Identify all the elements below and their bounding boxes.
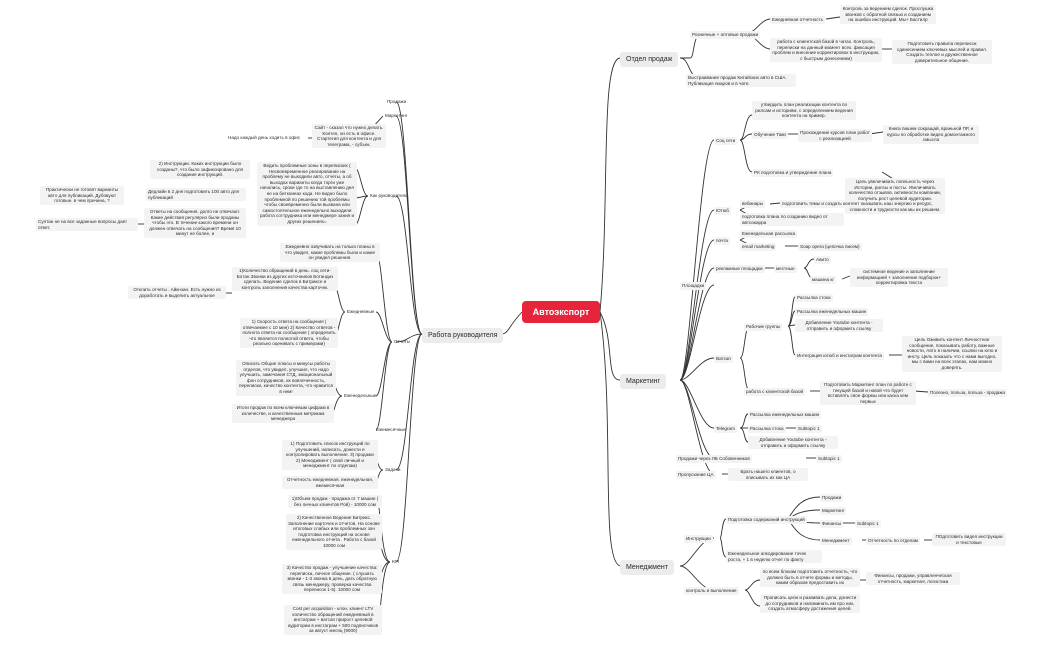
node-avito[interactable]: Авито — [814, 256, 831, 264]
node-instr-prep[interactable]: Подготовка содержаний инструкций — [726, 516, 807, 524]
node-whatsapp[interactable]: Ватсап — [714, 355, 733, 363]
node-ad-platforms[interactable]: рекламные площадки — [714, 265, 765, 273]
node-instr-management[interactable]: Менеджмент — [820, 537, 852, 545]
node-tasks-note2[interactable]: Отчетность ежедневная, еженедельная, еже… — [282, 476, 378, 490]
node-platforms[interactable]: Площадки — [680, 282, 707, 290]
node-weekly-growth[interactable]: Еженедельное апкодирование точек роста, … — [726, 550, 822, 564]
node-kpi-2[interactable]: 2) Качественное Ведение Битрикс. Заполне… — [286, 514, 382, 550]
central-topic[interactable]: Автоэкспорт — [522, 301, 600, 323]
node-staff-goals[interactable]: Прописать цели и развивать дела, донести… — [760, 594, 860, 613]
node-tg-weekly[interactable]: Рассылка еженедельных машин — [748, 411, 822, 419]
node-tg-stock[interactable]: Рассылка стока — [748, 425, 786, 433]
node-instructions-note[interactable]: 2) Инструкции. Каких инструкции было соз… — [150, 160, 250, 179]
node-target-audience-note[interactable]: Брать нашего клиентов, о описывать их ка… — [728, 468, 808, 482]
node-client-base-wa-note[interactable]: Полезно, польза, польза - продажа — [928, 389, 1007, 397]
node-tasks-note[interactable]: 1) Подготовить список инструкций по улуч… — [282, 440, 378, 470]
node-head-marketing[interactable]: Маркетинг — [385, 113, 408, 118]
node-practice-note[interactable]: Практически не готовят варианты авто для… — [40, 186, 124, 205]
node-weekly-cars-mailing[interactable]: Рассылка еженедельных машин — [795, 308, 869, 316]
node-kpi[interactable]: KPI — [392, 559, 400, 564]
node-stock-mailing[interactable]: Рассылка стока — [795, 294, 833, 302]
node-integration-note[interactable]: Цель Оживить контент Личностное сообщени… — [902, 336, 1002, 372]
node-daily-report-note[interactable]: Контроль за ведением сделок. Прослушка з… — [840, 5, 936, 24]
node-social-networks[interactable]: Соц сети — [714, 137, 738, 145]
node-local-platforms[interactable]: местные — [774, 265, 797, 273]
node-head-sales[interactable]: Продажи — [387, 99, 407, 104]
node-dept-reports[interactable]: Отчетность по отделам — [866, 537, 920, 545]
node-lb-subtopic[interactable]: Subtopic 1 — [816, 455, 842, 463]
topic-head-work[interactable]: Работа руководителя — [422, 328, 504, 343]
node-webinars[interactable]: вебинары — [740, 200, 766, 208]
node-as-leader[interactable]: Как руководитель — [370, 193, 408, 198]
node-weekly-reports[interactable]: Еженедельные — [344, 393, 377, 398]
node-instr-finance-subtopic[interactable]: Subtopic 1 — [855, 520, 881, 528]
node-tg-subtopic[interactable]: Subtopic 1 — [796, 425, 822, 433]
node-webinars-note[interactable]: подготовить темы и создать контент — [780, 200, 862, 208]
node-mashina-note[interactable]: системное ведение и заполнение информаци… — [850, 268, 948, 287]
node-youtube[interactable]: Ютюб — [714, 207, 731, 215]
node-youtube-add[interactable]: Добавление Youtube контента - отправить … — [795, 319, 883, 333]
node-kpi-3[interactable]: 3) Качество продаж - улучшение качества:… — [282, 564, 382, 594]
node-results-note[interactable]: Итоги продаж по всем ключевым цифрам в к… — [232, 404, 334, 423]
node-leader-note[interactable]: Ведить проблемные зоны в переписких ( Не… — [257, 162, 357, 226]
node-content-plan[interactable]: утвердить план реализации контента по ри… — [752, 101, 856, 120]
node-target-audience[interactable]: Пропускание ЦА — [676, 471, 716, 479]
node-reply-note[interactable]: Ответы на сообщения, долго не отвечают. … — [144, 208, 246, 238]
node-client-base[interactable]: работа с клиентской базой в чатах. Контр… — [770, 38, 882, 63]
node-speed-note[interactable]: 1) Скорость ответа на сообщения ( отвеча… — [240, 318, 338, 348]
node-work-groups[interactable]: Рабочие группы — [744, 323, 783, 331]
node-email-marketing[interactable]: email marketing — [740, 243, 777, 251]
node-site-note[interactable]: Сайт - сказал что нужно делать. Контен, … — [312, 124, 386, 149]
node-control-note2[interactable]: Финансы, продажи, управленческая отчетно… — [866, 572, 960, 586]
node-mashina-kg[interactable]: машина кг — [810, 276, 837, 284]
node-courses[interactable]: Прохождение курсов план работ с реализац… — [798, 129, 872, 143]
node-mail[interactable]: почта — [714, 237, 730, 245]
node-books[interactable]: Книга пишем сокращай, враньной ПР, и кур… — [883, 125, 979, 144]
node-control[interactable]: контроль и выполнение — [684, 587, 739, 595]
node-control-note[interactable]: по всем блокам подготовить отчетность, ч… — [760, 568, 860, 587]
node-integration[interactable]: Интеграция ютюб и инстаграм контента — [795, 352, 884, 360]
node-china-sales[interactable]: Выстраивание продаж Китайских авто в США… — [686, 74, 796, 88]
node-weekly-note[interactable]: Описать Общие плюсы и минусы работы отде… — [236, 360, 336, 396]
node-instr-finance[interactable]: Финансы — [820, 520, 844, 528]
node-reports[interactable]: Отчеты — [394, 339, 410, 344]
topic-sales-department[interactable]: Отдел продаж — [620, 52, 679, 67]
node-video-plan[interactable]: подготовка плана по созданию видео от ав… — [740, 213, 844, 227]
node-office-note[interactable]: Надо каждый день ходить в офис — [228, 135, 301, 140]
node-retail-sales[interactable]: Розничные + оптовые продажи — [690, 31, 761, 39]
node-client-base-note[interactable]: Подготовить правила переписок сдинесение… — [892, 40, 992, 65]
node-deadline-note[interactable]: Дедлайн в 2 дня подготовить 100 авто для… — [146, 188, 246, 202]
topic-marketing[interactable]: Маркетинг — [620, 374, 667, 389]
node-telegram[interactable]: Telegram — [714, 425, 737, 433]
node-tasks[interactable]: Задачи — [385, 467, 401, 472]
node-mail-weekly[interactable]: Еженедельная рассылка — [740, 230, 798, 238]
node-sultan-note[interactable]: Султан не на все заданные вопросы дает о… — [36, 218, 138, 232]
node-client-base-wa-task[interactable]: Подготовить Маркетинг план по работе с т… — [820, 381, 916, 406]
node-pk-plan[interactable]: РК подготовка и утверждение плана — [752, 169, 834, 177]
node-instructions[interactable]: Инструкции — [684, 535, 713, 543]
node-daily-intro[interactable]: Ежедневно озвучивать на только планы в ч… — [280, 243, 380, 262]
node-pk-note[interactable]: Цель увеличивать лояльность через Истори… — [845, 178, 945, 214]
node-kpi-4[interactable]: Cost per acquisition - клон, клиент LTV … — [284, 605, 382, 635]
node-training[interactable]: Обучение Тамг — [752, 131, 789, 139]
node-reject-note[interactable]: Отклить отчеты . Айкнзан. Есть нужно из … — [128, 286, 226, 300]
node-calls-note[interactable]: 1)Количество обращений в день. соц сети-… — [232, 267, 338, 292]
node-daily-reports[interactable]: Ежедневные — [347, 309, 375, 314]
node-lb-sales[interactable]: Продажи через ЛБ Собовенников — [676, 455, 752, 463]
node-kpi-1[interactable]: 1)Объем продаж - продажа от 7 машин ( бе… — [288, 495, 382, 509]
node-instr-sales[interactable]: Продажи — [820, 494, 844, 502]
node-tg-youtube-add[interactable]: Добавление Youtube контента - отправить … — [748, 436, 838, 450]
node-video-instructions[interactable]: ПОдготовить видео инструкции и текстовые — [932, 533, 1006, 547]
node-monthly-reports[interactable]: Ежемесячные — [376, 427, 406, 432]
topic-management[interactable]: Менеджмент — [620, 560, 674, 575]
node-soap-opera[interactable]: Soap opera (цепочка писем) — [798, 243, 862, 251]
node-client-base-wa[interactable]: работа с клиентской базой — [744, 388, 806, 396]
node-instr-marketing[interactable]: Маркетинг — [820, 507, 847, 515]
node-daily-report[interactable]: Ежедневная отчетность — [770, 16, 826, 24]
